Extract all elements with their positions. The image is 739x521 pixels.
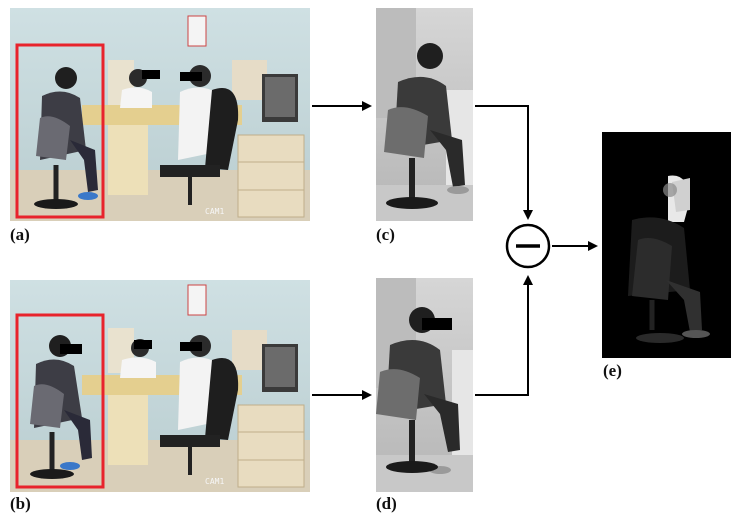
panel-b-cam-text: CAM1 bbox=[205, 477, 224, 486]
minus-circle-icon bbox=[505, 223, 551, 269]
panel-e-label: (e) bbox=[603, 361, 622, 380]
arrow-c-to-operator bbox=[475, 105, 533, 220]
panel-c-label: (c) bbox=[376, 225, 395, 244]
panel-e-image bbox=[602, 132, 731, 358]
panel-b-highlight-box bbox=[15, 313, 105, 489]
panel-d-image bbox=[376, 278, 473, 492]
panel-d-label: (d) bbox=[376, 494, 397, 513]
panel-a-image: CAM1 bbox=[10, 8, 310, 221]
arrow-d-to-operator bbox=[475, 275, 533, 396]
panel-b-label: (b) bbox=[10, 494, 31, 513]
panel-b-image: CAM1 bbox=[10, 280, 310, 492]
panel-a-cam-text: CAM1 bbox=[205, 207, 224, 216]
panel-a-label: (a) bbox=[10, 225, 30, 244]
panel-a-highlight-box bbox=[15, 43, 105, 219]
panel-c-image bbox=[376, 8, 473, 221]
